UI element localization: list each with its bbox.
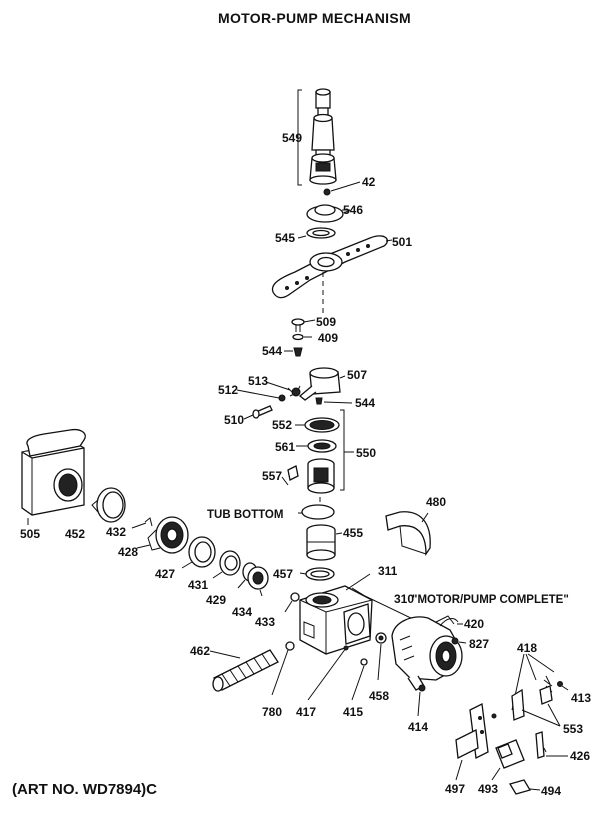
tub-bottom-gasket: [301, 504, 335, 520]
part-420-wire: [439, 618, 459, 627]
part-413-spring: [543, 675, 569, 699]
part-480-shield: [385, 511, 431, 557]
part-549-shaft-assembly: [297, 88, 337, 186]
part-42-screw: [323, 181, 361, 196]
part-452-clamp: [91, 487, 126, 523]
label-512: 512: [218, 383, 238, 397]
part-550-chopper: [307, 458, 335, 494]
part-513-impeller: [265, 381, 301, 397]
part-433-washer: [284, 592, 300, 613]
part-557-clip: [281, 465, 299, 486]
part-414-screw: [417, 684, 426, 717]
label-507: 507: [347, 368, 367, 382]
label-510: 510: [224, 413, 244, 427]
part-409-washer: [292, 333, 312, 341]
label-432: 432: [106, 525, 126, 539]
part-434-impeller: [247, 566, 269, 597]
label-426: 426: [570, 749, 590, 763]
label-452: 452: [65, 527, 85, 541]
page-title: MOTOR-PUMP MECHANISM: [218, 10, 411, 26]
label-553: 553: [563, 722, 583, 736]
label-544-top: 544: [262, 344, 282, 358]
part-455-pump-housing: [306, 524, 343, 561]
label-433: 433: [255, 615, 275, 629]
label-413: 413: [571, 691, 591, 705]
part-827-nut: [451, 637, 467, 645]
label-552: 552: [272, 418, 292, 432]
label-497: 497: [445, 782, 465, 796]
label-509: 509: [316, 315, 336, 329]
part-493-switch: [491, 739, 525, 781]
label-429: 429: [206, 593, 226, 607]
label-561: 561: [275, 440, 295, 454]
label-420: 420: [464, 617, 484, 631]
part-415-washer: [360, 658, 368, 666]
label-546: 546: [343, 203, 363, 217]
part-494-connector: [509, 779, 541, 795]
part-550-bracket: [340, 409, 345, 491]
label-415: 415: [343, 705, 363, 719]
label-545: 545: [275, 231, 295, 245]
label-827: 827: [469, 637, 489, 651]
label-310: 310: [394, 592, 414, 606]
part-311-pump-body: [299, 573, 373, 655]
part-458-nut: [375, 632, 387, 681]
label-414: 414: [408, 720, 428, 734]
caption-motor-pump-complete: "MOTOR/PUMP COMPLETE": [412, 594, 569, 606]
label-409: 409: [318, 331, 338, 345]
part-780-clamp: [271, 641, 295, 696]
label-505: 505: [20, 527, 40, 541]
label-311: 311: [378, 564, 398, 578]
part-545-washer: [306, 227, 336, 239]
label-501: 501: [392, 235, 412, 249]
part-512-seal: [236, 389, 286, 402]
label-457: 457: [273, 567, 293, 581]
part-427-ring: [181, 536, 216, 569]
part-510-bolt: [243, 405, 273, 420]
part-497-switch-bracket: [455, 703, 497, 781]
part-561-ring: [296, 439, 337, 453]
label-557: 557: [262, 469, 282, 483]
part-431-ring: [212, 550, 241, 579]
part-457-seal: [299, 567, 335, 581]
label-550: 550: [356, 446, 376, 460]
label-431: 431: [188, 578, 208, 592]
part-553-clip: [521, 685, 561, 727]
label-427: 427: [155, 567, 175, 581]
part-505-inlet-housing: [21, 428, 86, 525]
part-310-motor: [351, 587, 463, 691]
part-501-spray-arm: [271, 235, 393, 299]
part-432-spring: [131, 517, 153, 529]
label-458: 458: [369, 689, 389, 703]
part-552-gear: [295, 417, 340, 433]
leader-417: [307, 647, 347, 701]
part-507-housing: [298, 367, 346, 401]
part-418-bracket: [511, 653, 555, 721]
label-549: 549: [282, 131, 302, 145]
label-493: 493: [478, 782, 498, 796]
label-418: 418: [517, 641, 537, 655]
part-462-drain-hose: [209, 649, 279, 692]
part-544-clip-top: [284, 347, 303, 357]
art-number: (ART NO. WD7894)C: [12, 781, 158, 798]
caption-tub-bottom: TUB BOTTOM: [207, 509, 283, 521]
label-513: 513: [248, 374, 268, 388]
part-428-filter: [136, 516, 189, 554]
label-428: 428: [118, 545, 138, 559]
label-417: 417: [296, 705, 316, 719]
label-544: 544: [355, 396, 375, 410]
label-462: 462: [190, 644, 210, 658]
label-780: 780: [262, 705, 282, 719]
label-455: 455: [343, 526, 363, 540]
label-434: 434: [232, 605, 252, 619]
part-509-screw: [291, 318, 316, 332]
part-544-clip: [315, 397, 353, 405]
part-426-pin: [535, 731, 547, 759]
label-42: 42: [362, 175, 376, 189]
label-494: 494: [541, 784, 561, 798]
label-480: 480: [426, 495, 446, 509]
